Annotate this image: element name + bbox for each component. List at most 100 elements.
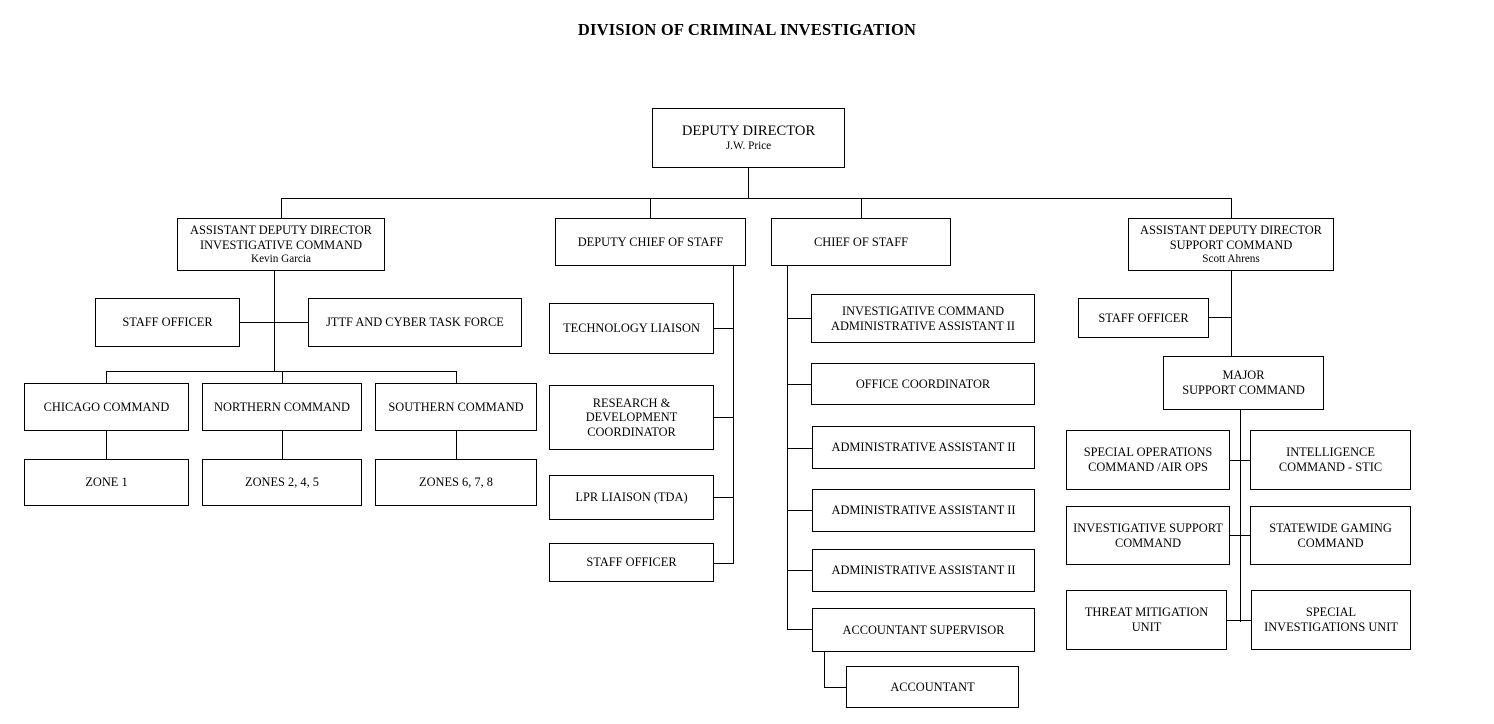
node-special-investigations-line1: SPECIAL	[1305, 605, 1357, 620]
node-deputy-chief-of-staff[interactable]: DEPUTY CHIEF OF STAFF	[555, 218, 746, 266]
connector-cos-office-coordinator	[787, 384, 812, 385]
connector-cos-inv-admin	[787, 318, 812, 319]
connector-cos-accountant-supervisor	[787, 629, 812, 630]
node-investigative-staff-officer[interactable]: STAFF OFFICER	[95, 298, 240, 347]
node-deputy-chief-of-staff-label: DEPUTY CHIEF OF STAFF	[577, 234, 724, 249]
node-inv-cmd-admin-line2: ADMINISTRATIVE ASSISTANT II	[831, 318, 1015, 333]
node-research-dev-line3: COORDINATOR	[587, 424, 676, 439]
node-zones-2-4-5-label: ZONES 2, 4, 5	[245, 475, 319, 490]
connector-major-inv-support	[1229, 535, 1251, 536]
node-add-support-name: Scott Ahrens	[1202, 252, 1260, 265]
connector-cos-admin-1	[787, 448, 812, 449]
node-chicago-command-label: CHICAGO COMMAND	[43, 399, 170, 414]
node-major-support-line2: SUPPORT COMMAND	[1182, 383, 1305, 397]
node-administrative-assistant-ii-1[interactable]: ADMINISTRATIVE ASSISTANT II	[812, 426, 1035, 469]
connector-sup-staff-officer	[1209, 317, 1232, 318]
connector-level2-bar	[281, 198, 1232, 199]
node-research-development-coordinator[interactable]: RESEARCH & DEVELOPMENT COORDINATOR	[549, 385, 714, 450]
node-accountant[interactable]: ACCOUNTANT	[846, 666, 1019, 708]
node-add-support-line2: SUPPORT COMMAND	[1169, 237, 1293, 252]
node-investigative-command-admin-assistant[interactable]: INVESTIGATIVE COMMAND ADMINISTRATIVE ASS…	[811, 294, 1035, 343]
connector-accountant-elbow	[824, 687, 846, 688]
node-southern-command[interactable]: SOUTHERN COMMAND	[375, 383, 537, 431]
node-special-operations-line1: SPECIAL OPERATIONS	[1083, 445, 1213, 460]
node-deputy-director-name: J.W. Price	[725, 140, 772, 152]
connector-drop-add-investigative	[281, 198, 282, 218]
page-title: DIVISION OF CRIMINAL INVESTIGATION	[577, 20, 917, 39]
connector-sup-spine	[1231, 271, 1232, 356]
node-accountant-supervisor[interactable]: ACCOUNTANT SUPERVISOR	[812, 608, 1035, 652]
connector-inv-level3-bar	[106, 371, 456, 372]
node-administrative-assistant-ii-3[interactable]: ADMINISTRATIVE ASSISTANT II	[812, 549, 1035, 592]
node-assistant-deputy-director-support[interactable]: ASSISTANT DEPUTY DIRECTOR SUPPORT COMMAN…	[1128, 218, 1334, 271]
node-technology-liaison[interactable]: TECHNOLOGY LIAISON	[549, 303, 714, 354]
node-special-investigations-line2: INVESTIGATIONS UNIT	[1264, 620, 1398, 634]
node-chief-of-staff[interactable]: CHIEF OF STAFF	[771, 218, 951, 266]
node-admin-assistant-1-label: ADMINISTRATIVE ASSISTANT II	[831, 440, 1016, 455]
node-major-support-command[interactable]: MAJOR SUPPORT COMMAND	[1163, 356, 1324, 410]
node-threat-mitigation-line1: THREAT MITIGATION	[1084, 605, 1209, 620]
node-inv-cmd-admin-line1: INVESTIGATIVE COMMAND	[841, 303, 1005, 318]
connector-drop-southern	[456, 371, 457, 383]
node-northern-command[interactable]: NORTHERN COMMAND	[202, 383, 362, 431]
node-dcos-staff-officer-label: STAFF OFFICER	[586, 555, 677, 570]
node-intelligence-stic-line2: COMMAND - STIC	[1278, 460, 1383, 474]
node-zones-2-4-5[interactable]: ZONES 2, 4, 5	[202, 459, 362, 506]
connector-dd-stem	[748, 168, 749, 198]
connector-major-special-ops	[1229, 460, 1251, 461]
node-research-dev-line2: DEVELOPMENT	[585, 410, 678, 425]
connector-accountant-drop	[824, 652, 825, 687]
node-special-operations-command-air-ops[interactable]: SPECIAL OPERATIONS COMMAND /AIR OPS	[1066, 430, 1230, 490]
connector-southern-zones	[456, 431, 457, 459]
connector-drop-northern	[282, 371, 283, 383]
connector-drop-add-support	[1231, 198, 1232, 218]
node-dcos-staff-officer[interactable]: STAFF OFFICER	[549, 543, 714, 582]
connector-major-spine	[1240, 410, 1241, 622]
node-lpr-liaison-label: LPR LIAISON (TDA)	[575, 490, 688, 505]
connector-drop-chief-of-staff	[861, 198, 862, 218]
node-accountant-supervisor-label: ACCOUNTANT SUPERVISOR	[842, 622, 1005, 637]
node-chicago-command[interactable]: CHICAGO COMMAND	[24, 383, 189, 431]
node-major-support-line1: MAJOR	[1222, 368, 1265, 383]
connector-chicago-zone1	[106, 431, 107, 459]
node-zones-6-7-8[interactable]: ZONES 6, 7, 8	[375, 459, 537, 506]
node-lpr-liaison-tda[interactable]: LPR LIAISON (TDA)	[549, 475, 714, 520]
connector-inv-staff-officer	[239, 322, 309, 323]
node-add-investigative-line1: ASSISTANT DEPUTY DIRECTOR	[190, 223, 372, 238]
node-office-coordinator[interactable]: OFFICE COORDINATOR	[811, 363, 1035, 405]
node-office-coordinator-label: OFFICE COORDINATOR	[855, 376, 991, 391]
node-special-operations-line2: COMMAND /AIR OPS	[1088, 460, 1208, 474]
node-investigative-staff-officer-label: STAFF OFFICER	[122, 315, 213, 330]
node-deputy-director-title: DEPUTY DIRECTOR	[681, 122, 816, 139]
node-assistant-deputy-director-investigative[interactable]: ASSISTANT DEPUTY DIRECTOR INVESTIGATIVE …	[177, 218, 385, 271]
node-northern-command-label: NORTHERN COMMAND	[214, 399, 350, 414]
connector-cos-spine	[787, 266, 788, 629]
connector-inv-spine	[274, 271, 275, 371]
connector-dcos-spine	[733, 266, 734, 563]
node-threat-mitigation-line2: UNIT	[1131, 620, 1162, 634]
node-technology-liaison-label: TECHNOLOGY LIAISON	[563, 321, 700, 336]
node-add-investigative-line2: INVESTIGATIVE COMMAND	[199, 237, 363, 252]
node-administrative-assistant-ii-2[interactable]: ADMINISTRATIVE ASSISTANT II	[812, 489, 1035, 532]
node-intelligence-stic-line1: INTELLIGENCE	[1286, 445, 1375, 460]
node-statewide-gaming-line2: COMMAND	[1297, 535, 1364, 550]
connector-northern-zones	[282, 431, 283, 459]
node-research-dev-line1: RESEARCH &	[592, 395, 671, 410]
node-jttf-and-cyber-task-force[interactable]: JTTF AND CYBER TASK FORCE	[308, 298, 522, 347]
connector-dcos-lpr	[713, 497, 734, 498]
node-special-investigations-unit[interactable]: SPECIAL INVESTIGATIONS UNIT	[1251, 590, 1411, 650]
node-investigative-support-command[interactable]: INVESTIGATIVE SUPPORT COMMAND	[1066, 506, 1230, 565]
node-deputy-director[interactable]: DEPUTY DIRECTOR J.W. Price	[652, 108, 845, 168]
node-threat-mitigation-unit[interactable]: THREAT MITIGATION UNIT	[1066, 590, 1227, 650]
node-zone-1-label: ZONE 1	[85, 475, 128, 490]
node-support-staff-officer-label: STAFF OFFICER	[1098, 310, 1189, 325]
node-support-staff-officer[interactable]: STAFF OFFICER	[1078, 298, 1209, 338]
node-investigative-support-line1: INVESTIGATIVE SUPPORT	[1073, 520, 1223, 535]
node-southern-command-label: SOUTHERN COMMAND	[388, 399, 524, 414]
node-intelligence-command-stic[interactable]: INTELLIGENCE COMMAND - STIC	[1250, 430, 1411, 490]
node-zone-1[interactable]: ZONE 1	[24, 459, 189, 506]
node-statewide-gaming-command[interactable]: STATEWIDE GAMING COMMAND	[1250, 506, 1411, 565]
node-jttf-label: JTTF AND CYBER TASK FORCE	[326, 315, 504, 330]
connector-drop-chicago	[106, 371, 107, 383]
